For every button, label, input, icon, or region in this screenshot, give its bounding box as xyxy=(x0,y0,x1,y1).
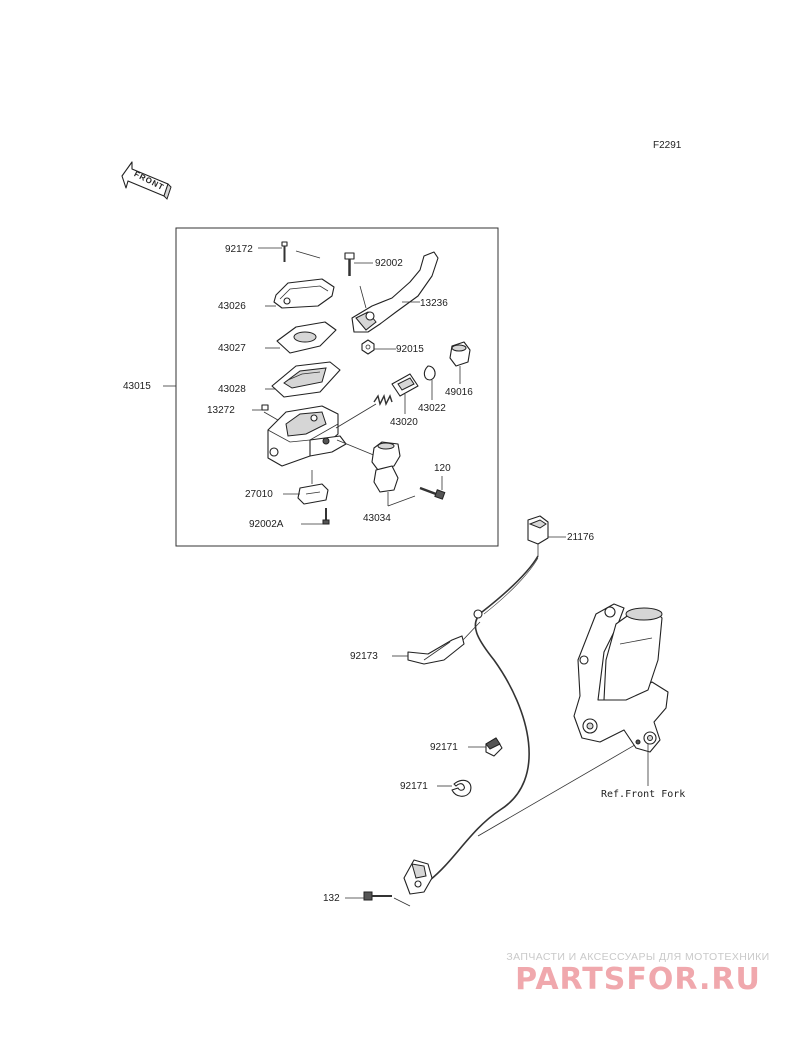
diaphragm-icon xyxy=(271,361,341,398)
label-92173: 92173 xyxy=(350,651,378,662)
clamp-92173-icon xyxy=(407,635,465,665)
ref-leader xyxy=(477,741,641,837)
front-arrow-icon: FRONT xyxy=(121,161,172,200)
label-43027: 43027 xyxy=(218,343,246,354)
label-13236: 13236 xyxy=(420,298,448,309)
bolt-120-icon xyxy=(419,486,446,500)
screw-92172-icon xyxy=(281,241,288,262)
bolt-132-icon xyxy=(363,891,392,901)
watermark-logo: PARTSFOR.RU xyxy=(515,962,761,997)
label-92172: 92172 xyxy=(225,244,253,255)
circlip-icon xyxy=(423,365,436,381)
brake-switch-icon xyxy=(297,483,329,505)
label-21176: 21176 xyxy=(567,532,595,543)
dust-boot-icon xyxy=(449,341,471,367)
front-fork-icon xyxy=(573,603,669,786)
reservoir-plate-icon xyxy=(276,321,337,354)
label-92171-upper: 92171 xyxy=(430,742,458,753)
brake-lever-icon xyxy=(351,251,439,333)
clip-92171-upper-icon xyxy=(485,737,503,757)
wheel-sensor-icon xyxy=(393,859,433,907)
label-43028: 43028 xyxy=(218,384,246,395)
label-132: 132 xyxy=(323,893,340,904)
nut-92015-icon xyxy=(361,339,375,355)
label-92002: 92002 xyxy=(375,258,403,269)
label-92015: 92015 xyxy=(396,344,424,355)
cable-joint-icon xyxy=(473,609,483,619)
label-43034: 43034 xyxy=(363,513,391,524)
screw-13272-icon xyxy=(261,404,269,411)
piston-kit-icon xyxy=(335,373,419,429)
master-cylinder-body-icon xyxy=(267,405,347,467)
reference-label: Ref.Front Fork xyxy=(601,789,685,800)
screw-92002a-icon xyxy=(322,508,330,525)
label-43026: 43026 xyxy=(218,301,246,312)
label-92002a: 92002A xyxy=(249,519,284,530)
figure-code: F2291 xyxy=(653,140,682,151)
label-43015: 43015 xyxy=(123,381,151,392)
clip-92171-lower-icon xyxy=(451,779,472,797)
label-27010: 27010 xyxy=(245,489,273,500)
pivot-bolt-icon xyxy=(344,252,355,276)
label-43022: 43022 xyxy=(418,403,446,414)
label-43020: 43020 xyxy=(390,417,418,428)
label-13272: 13272 xyxy=(207,405,235,416)
label-49016: 49016 xyxy=(445,387,473,398)
sensor-cable xyxy=(429,555,539,881)
label-120: 120 xyxy=(434,463,451,474)
connector-21176-icon xyxy=(527,515,549,556)
assembly-bracket xyxy=(163,228,177,546)
clamp-43034-icon xyxy=(371,441,401,493)
reservoir-cap-icon xyxy=(273,278,335,309)
watermark-tagline: ЗАПЧАСТИ И АКСЕССУАРЫ ДЛЯ МОТОТЕХНИКИ xyxy=(506,951,770,963)
label-92171-lower: 92171 xyxy=(400,781,428,792)
